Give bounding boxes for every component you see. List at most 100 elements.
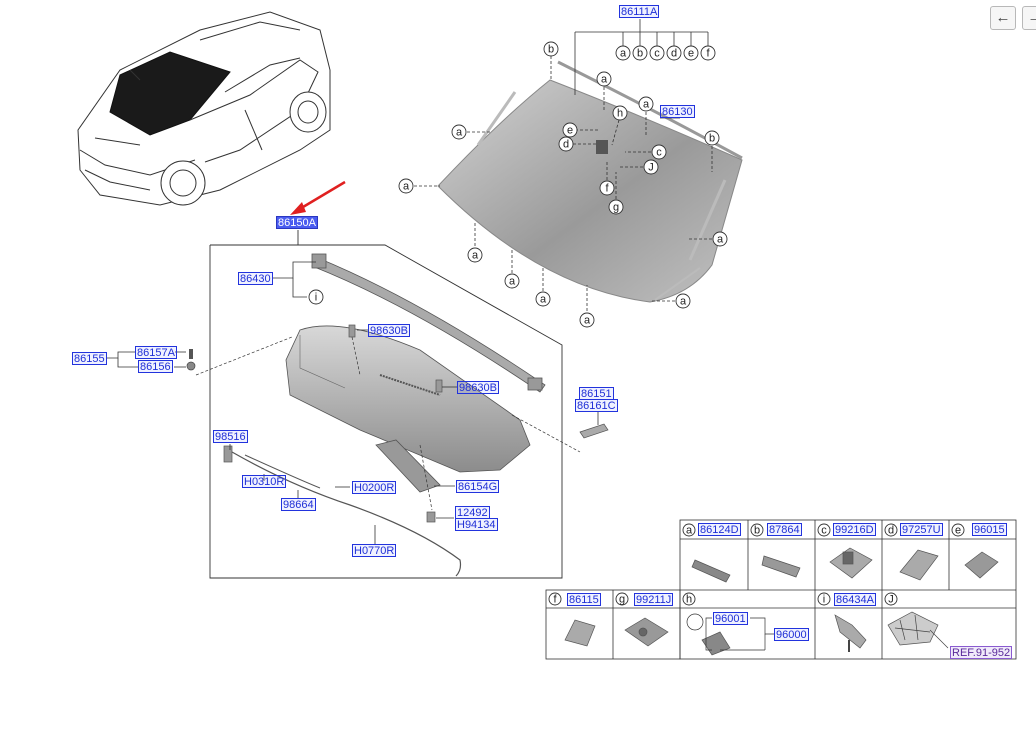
table-letters: a b c d e f g h i J [548, 523, 965, 606]
svg-text:b: b [637, 48, 643, 60]
part-link-98664[interactable]: 98664 [281, 498, 316, 511]
table-letter-e: e [951, 523, 965, 537]
svg-text:d: d [563, 139, 569, 151]
next-button[interactable]: → [1022, 6, 1036, 30]
table-letter-c: c [817, 523, 831, 537]
part-link-h0310r[interactable]: H0310R [242, 475, 287, 488]
svg-text:a: a [601, 74, 608, 86]
windshield-letter-b-0: b [543, 41, 559, 57]
svg-text:a: a [717, 234, 724, 246]
red-pointer-arrow-icon [290, 180, 346, 215]
cowl-leaders [106, 261, 599, 544]
windshield-letter-d-13: d [558, 136, 574, 152]
svg-text:a: a [403, 181, 410, 193]
part-link-h0200r[interactable]: H0200R [352, 481, 397, 494]
windshield-illustration [437, 60, 743, 303]
letter-circle-d: d [666, 45, 682, 61]
part-link-98630b-upper[interactable]: 98630B [368, 324, 410, 337]
svg-text:e: e [688, 48, 694, 60]
svg-text:a: a [620, 48, 627, 60]
svg-text:a: a [472, 250, 479, 262]
svg-text:e: e [567, 125, 573, 137]
table-part-link-97257u[interactable]: 97257U [900, 523, 943, 536]
part-link-86151[interactable]: 86151 [579, 387, 614, 400]
part-link-86157a[interactable]: 86157A [135, 346, 177, 359]
table-letter-i-row2: i [817, 592, 831, 606]
svg-text:b: b [548, 44, 554, 56]
svg-text:a: a [686, 525, 693, 537]
cowl-parts-illustration [186, 253, 609, 577]
svg-text:b: b [754, 525, 760, 537]
arrow-left-icon: ← [995, 9, 1011, 26]
windshield-leaders [414, 56, 713, 311]
letter-circle-b: b [632, 45, 648, 61]
svg-text:c: c [821, 525, 827, 537]
svg-text:f: f [553, 594, 557, 606]
windshield-letter-f-17: f [599, 180, 615, 196]
table-part-link-86434a[interactable]: 86434A [834, 593, 876, 606]
svg-text:c: c [654, 48, 660, 60]
windshield-letter-e-12: e [562, 122, 578, 138]
table-part-link-99211j[interactable]: 99211J [634, 593, 674, 606]
svg-text:h: h [617, 108, 623, 120]
svg-text:b: b [709, 133, 715, 145]
table-part-link-96000[interactable]: 96000 [774, 628, 809, 641]
table-letter-b: b [750, 523, 764, 537]
part-link-86111a[interactable]: 86111A [619, 5, 660, 18]
table-letter-g-row2: g [615, 592, 629, 606]
vehicle-illustration [77, 11, 331, 206]
back-button[interactable]: ← [990, 6, 1016, 30]
windshield-letter-a-6: a [579, 312, 595, 328]
windshield-letter-a-10: a [596, 71, 612, 87]
part-link-86154g[interactable]: 86154G [456, 480, 500, 493]
table-part-link-99216d[interactable]: 99216D [833, 523, 876, 536]
table-part-link-87864[interactable]: 87864 [767, 523, 802, 536]
windshield-letter-g-18: g [608, 199, 624, 215]
reference-link-91-952[interactable]: REF.91-952 [950, 646, 1013, 659]
svg-text:J: J [888, 594, 894, 606]
svg-text:a: a [509, 276, 516, 288]
part-link-h94134[interactable]: H94134 [455, 518, 498, 531]
table-part-link-86124d[interactable]: 86124D [698, 523, 741, 536]
windshield-letter-J-16: J [643, 159, 659, 175]
svg-text:i: i [315, 292, 317, 304]
svg-text:i: i [823, 594, 825, 606]
svg-text:g: g [613, 202, 619, 214]
letter-circle-c: c [649, 45, 665, 61]
part-link-h0770r[interactable]: H0770R [352, 544, 397, 557]
windshield-letter-a-2: a [398, 178, 414, 194]
letter-circle-f: f [700, 45, 716, 61]
part-link-86150a[interactable]: 86150A [276, 216, 318, 229]
windshield-letter-a-3: a [467, 247, 483, 263]
cowl-enclosure-outline [209, 230, 563, 579]
svg-text:d: d [671, 48, 677, 60]
cowl-letter-i: i [308, 289, 324, 305]
letter-circle-e: e [683, 45, 699, 61]
part-link-86430[interactable]: 86430 [238, 272, 273, 285]
svg-text:a: a [540, 294, 547, 306]
svg-text:a: a [584, 315, 591, 327]
part-link-86156[interactable]: 86156 [138, 360, 173, 373]
svg-text:J: J [648, 162, 654, 174]
part-link-98630b-lower[interactable]: 98630B [457, 381, 499, 394]
table-part-link-86115[interactable]: 86115 [567, 593, 601, 606]
table-letter-f-row2: f [548, 592, 562, 606]
part-link-98516[interactable]: 98516 [213, 430, 248, 443]
windshield-letter-a-11: a [638, 96, 654, 112]
part-link-86155[interactable]: 86155 [72, 352, 107, 365]
part-link-86161c[interactable]: 86161C [575, 399, 618, 412]
table-letter-d: d [884, 523, 898, 537]
windshield-letter-b-9: b [704, 130, 720, 146]
cowl-dashed-leaders [195, 336, 581, 511]
svg-text:d: d [888, 525, 894, 537]
table-part-link-96015[interactable]: 96015 [972, 523, 1007, 536]
part-link-86130[interactable]: 86130 [660, 105, 695, 118]
svg-text:a: a [456, 127, 463, 139]
windshield-letter-a-7: a [675, 293, 691, 309]
table-part-link-96001[interactable]: 96001 [713, 612, 748, 625]
windshield-letter-a-1: a [451, 124, 467, 140]
table-letter-h-row2: h [682, 592, 696, 606]
